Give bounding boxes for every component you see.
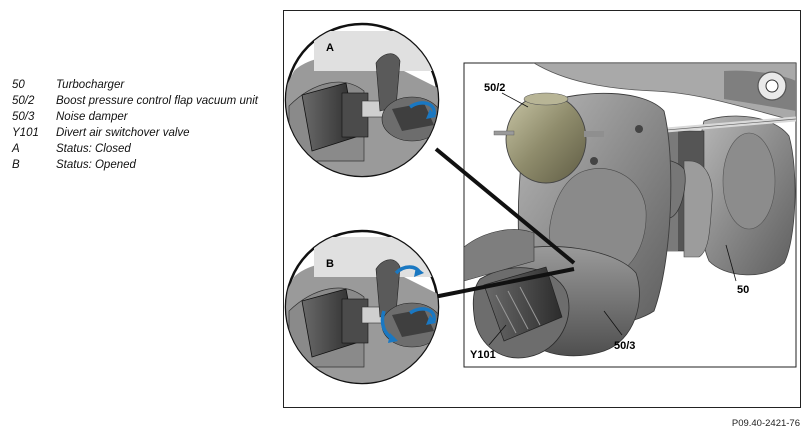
label-b: B — [326, 258, 334, 270]
legend-code: 50/2 — [12, 95, 35, 107]
legend-row-a: A Status: Closed — [12, 142, 262, 156]
legend-row-b: B Status: Opened — [12, 158, 262, 172]
legend-description: Turbocharger — [56, 79, 125, 91]
connector-a — [434, 147, 576, 265]
legend-row-y101: Y101 Divert air switchover valve — [12, 126, 262, 140]
detail-b-drawing — [286, 237, 438, 383]
legend-code: 50/3 — [12, 111, 35, 123]
legend-code: B — [12, 159, 20, 171]
legend-code: Y101 — [12, 127, 39, 139]
leader-y101 — [488, 324, 507, 346]
leader-50-2 — [501, 92, 529, 108]
label-a: A — [326, 42, 334, 54]
turbocharger-illustration: A B 50/2 50 50/3 Y101 — [284, 22, 797, 385]
figure-reference-code: P09.40-2421-76 — [731, 418, 800, 429]
legend-description: Divert air switchover valve — [56, 127, 190, 139]
leader-50 — [725, 244, 737, 282]
legend-row-50-2: 50/2 Boost pressure control flap vacuum … — [12, 94, 262, 108]
legend-code: 50 — [12, 79, 25, 91]
legend-description: Status: Closed — [56, 143, 131, 155]
legend-code: A — [12, 143, 20, 155]
label-50-2: 50/2 — [484, 82, 505, 94]
legend-row-50-3: 50/3 Noise damper — [12, 110, 262, 124]
flow-arrow-icon — [409, 101, 436, 116]
leader-50-3 — [603, 310, 623, 336]
turbocharger-figure: A B 50/2 50 50/3 Y101 — [283, 10, 801, 408]
label-50-3: 50/3 — [614, 340, 635, 352]
legend-description: Status: Opened — [56, 159, 136, 171]
legend-row-50: 50 Turbocharger — [12, 78, 262, 92]
flow-arrow-icon — [409, 307, 436, 322]
label-y101: Y101 — [470, 349, 496, 361]
legend-description: Noise damper — [56, 111, 128, 123]
main-turbo-drawing — [464, 63, 796, 359]
legend-description: Boost pressure control flap vacuum unit — [56, 95, 258, 107]
connector-b — [433, 267, 575, 299]
detail-a-drawing — [286, 31, 438, 176]
label-50: 50 — [737, 284, 749, 296]
legend: 50 Turbocharger 50/2 Boost pressure cont… — [12, 78, 262, 174]
